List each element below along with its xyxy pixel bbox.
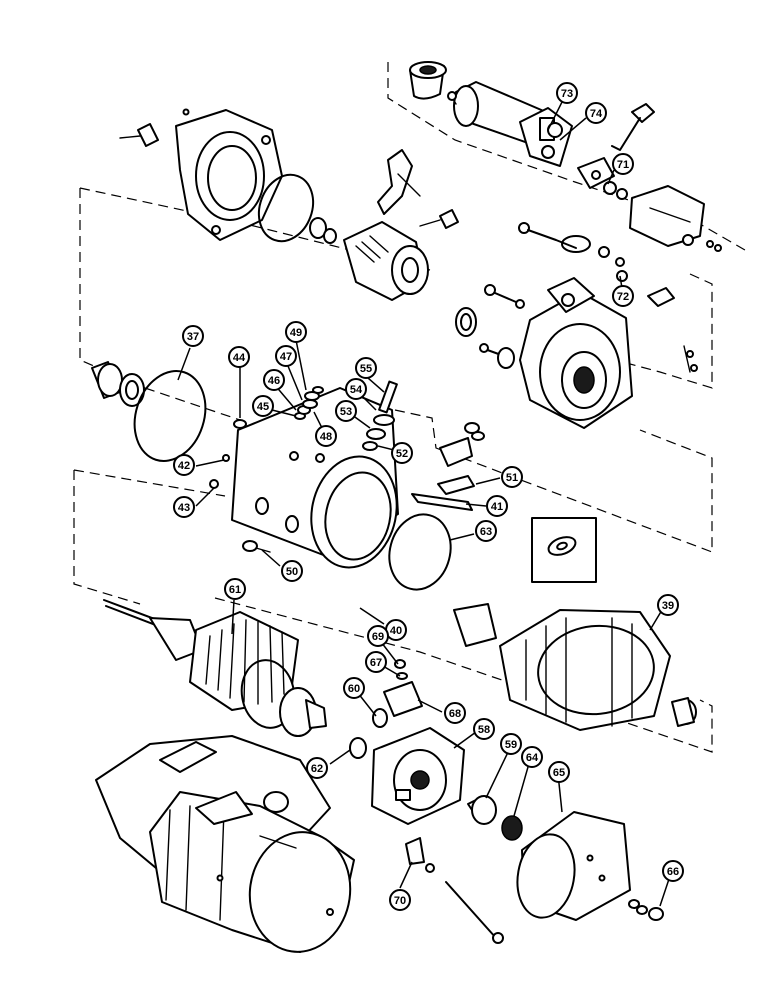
svg-text:68: 68: [449, 708, 461, 720]
callout-70: 70: [389, 889, 411, 911]
svg-text:52: 52: [396, 448, 408, 460]
svg-text:40: 40: [390, 625, 402, 637]
svg-text:61: 61: [229, 584, 241, 596]
field-hardware: [209, 380, 398, 489]
callout-balloons: 73 74 71 72 37 49 44 47 46 45 55 54 53 4…: [173, 82, 684, 911]
callout-48: 48: [315, 425, 337, 447]
callout-74: 74: [585, 102, 607, 124]
callout-60: 60: [343, 677, 365, 699]
callout-49: 49: [285, 321, 307, 343]
shift-lever: [377, 149, 459, 229]
callout-71: 71: [612, 153, 634, 175]
inset-detail: [531, 517, 597, 583]
svg-text:47: 47: [280, 351, 292, 363]
svg-text:50: 50: [286, 566, 298, 578]
svg-text:44: 44: [233, 352, 246, 364]
callout-72: 72: [612, 285, 634, 307]
commutator-end-frame: [455, 277, 698, 429]
callout-37: 37: [182, 325, 204, 347]
svg-text:70: 70: [394, 895, 406, 907]
screw-50: [242, 540, 271, 553]
bushings-left: [91, 361, 207, 462]
callout-45: 45: [252, 395, 274, 417]
callout-43: 43: [173, 496, 195, 518]
svg-text:60: 60: [348, 683, 360, 695]
callout-46: 46: [263, 369, 285, 391]
callout-61: 61: [224, 578, 246, 600]
svg-text:48: 48: [320, 431, 332, 443]
svg-text:42: 42: [178, 460, 190, 472]
callout-41: 41: [486, 495, 508, 517]
assembled-starter: [95, 735, 355, 953]
armature: [103, 599, 327, 737]
callout-69: 69: [367, 625, 389, 647]
field-frame-housing: [231, 387, 399, 569]
end-cover: [516, 811, 631, 921]
svg-text:62: 62: [311, 763, 323, 775]
callout-47: 47: [275, 345, 297, 367]
svg-text:45: 45: [257, 401, 269, 413]
svg-text:58: 58: [478, 724, 490, 736]
callout-62: 62: [306, 757, 328, 779]
callout-64: 64: [521, 746, 543, 768]
svg-text:55: 55: [360, 363, 372, 375]
svg-text:41: 41: [491, 501, 503, 513]
svg-text:53: 53: [340, 406, 352, 418]
svg-text:65: 65: [553, 767, 565, 779]
callout-53: 53: [335, 400, 357, 422]
svg-text:63: 63: [480, 526, 492, 538]
svg-text:54: 54: [350, 384, 363, 396]
svg-text:39: 39: [662, 600, 674, 612]
callout-67: 67: [365, 651, 387, 673]
callout-73: 73: [556, 82, 578, 104]
svg-text:66: 66: [667, 866, 679, 878]
svg-text:64: 64: [526, 752, 539, 764]
svg-text:49: 49: [290, 327, 302, 339]
wiring-pieces: [518, 222, 628, 282]
svg-text:46: 46: [268, 375, 280, 387]
drive-pinion: [343, 221, 429, 301]
svg-text:59: 59: [505, 739, 517, 751]
callout-68: 68: [444, 702, 466, 724]
svg-text:67: 67: [370, 657, 382, 669]
svg-text:37: 37: [187, 331, 199, 343]
callout-40: 40: [385, 619, 407, 641]
svg-text:43: 43: [178, 502, 190, 514]
callout-59: 59: [500, 733, 522, 755]
callout-58: 58: [473, 718, 495, 740]
callout-63: 63: [475, 520, 497, 542]
brush-parts: [388, 422, 485, 591]
callout-51: 51: [501, 466, 523, 488]
svg-text:73: 73: [561, 88, 573, 100]
callout-52: 52: [391, 442, 413, 464]
commutator-end-head: [371, 727, 465, 825]
callout-39: 39: [657, 594, 679, 616]
svg-text:51: 51: [506, 472, 518, 484]
brush-terminal: [349, 659, 423, 759]
seal-64: [501, 815, 523, 841]
screw-66: [628, 899, 664, 921]
through-bolt: [405, 837, 504, 944]
callout-65: 65: [548, 761, 570, 783]
svg-text:69: 69: [372, 631, 384, 643]
callout-44: 44: [228, 346, 250, 368]
drive-end-housing: [119, 108, 337, 244]
callout-54: 54: [345, 378, 367, 400]
brush-holder-ring: [453, 603, 697, 731]
svg-text:72: 72: [617, 291, 629, 303]
callout-66: 66: [662, 860, 684, 882]
callout-50: 50: [281, 560, 303, 582]
callout-42: 42: [173, 454, 195, 476]
bushing-59: [467, 795, 497, 825]
svg-text:74: 74: [590, 108, 603, 120]
svg-text:71: 71: [617, 159, 629, 171]
callout-55: 55: [355, 357, 377, 379]
